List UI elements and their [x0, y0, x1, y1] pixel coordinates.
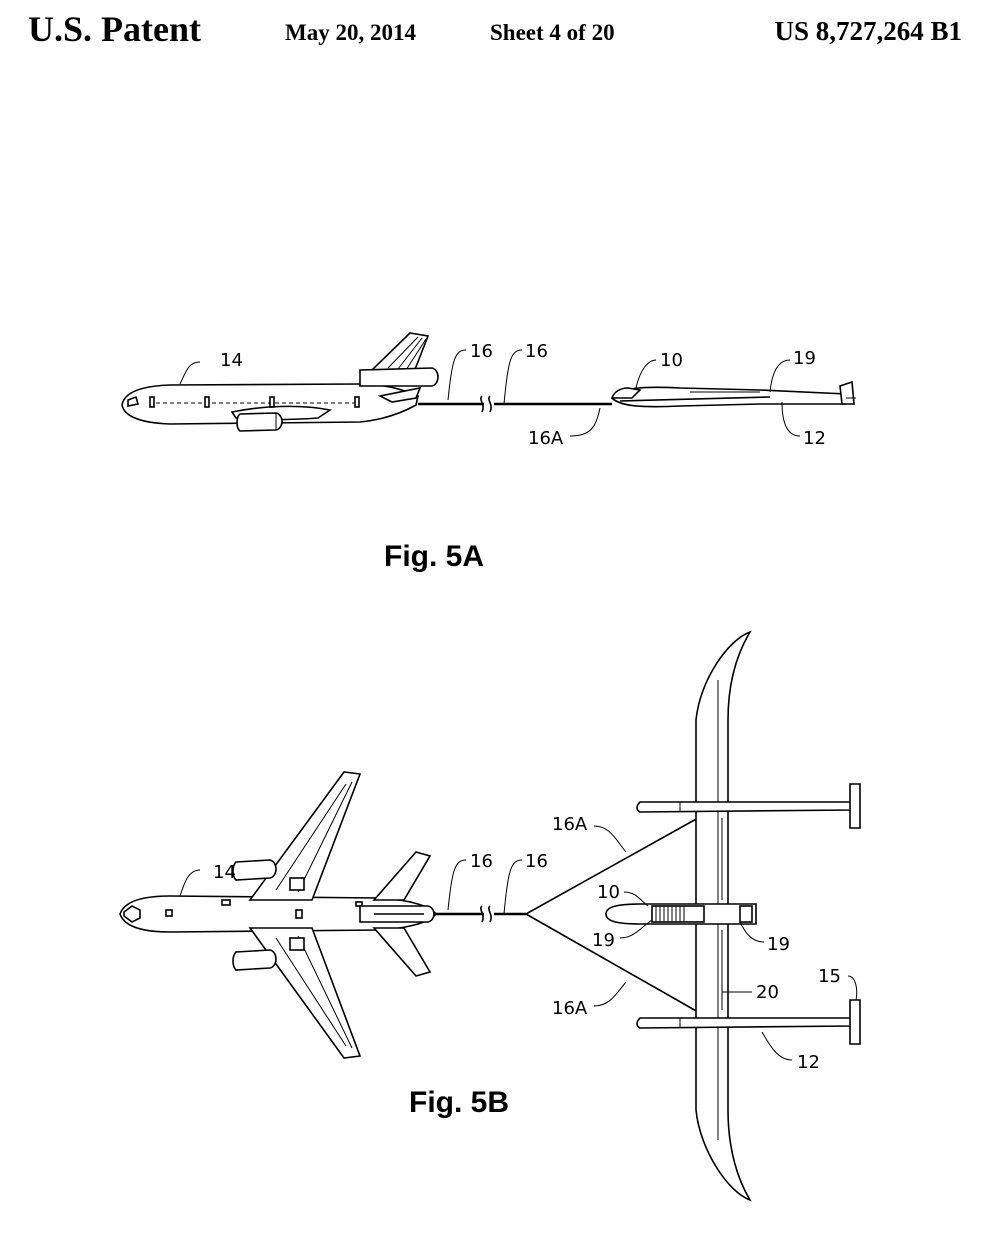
- bridle-line-lower: [525, 913, 699, 1013]
- ref-label: 12: [797, 1052, 820, 1073]
- tanker-aircraft-top: [119, 771, 438, 1059]
- bridle-line-upper: [525, 817, 699, 915]
- sheet-number: Sheet 4 of 20: [490, 20, 615, 45]
- ref-label: 10: [660, 350, 683, 371]
- ref-label: 16: [525, 851, 548, 872]
- figure-caption: Fig. 5A: [384, 540, 484, 573]
- ref-label: 10: [597, 882, 620, 903]
- patent-number: US 8,727,264 B1: [774, 16, 962, 46]
- patent-date: May 20, 2014: [285, 20, 416, 45]
- ref-label: 19: [767, 934, 790, 955]
- figure-caption: Fig. 5B: [409, 1086, 509, 1119]
- ref-label: 12: [803, 428, 826, 449]
- ref-label: 19: [793, 348, 816, 369]
- ref-label: 20: [756, 982, 779, 1003]
- cable-break-symbol: [480, 395, 492, 413]
- ref-label: 15: [818, 966, 841, 987]
- ref-label: 16: [470, 851, 493, 872]
- glider-top: [605, 630, 861, 1202]
- tanker-aircraft-side: [121, 332, 439, 432]
- fig-5a: 14 16 16 10 19 16A 12 Fig. 5A: [121, 332, 856, 573]
- ref-label: 16A: [552, 998, 588, 1019]
- ref-label: 19: [592, 930, 615, 951]
- ref-label: 16: [525, 341, 548, 362]
- ref-label: 14: [213, 862, 236, 883]
- ref-label: 16A: [528, 428, 564, 449]
- glider-side: [610, 380, 856, 408]
- cable-break-symbol: [480, 905, 492, 923]
- patent-title: U.S. Patent: [28, 9, 201, 49]
- ref-label: 16A: [552, 814, 588, 835]
- ref-label: 16: [470, 341, 493, 362]
- fig-5b: 14 16 16 16A 10 19 19 20 15 16A 12 Fig. …: [119, 630, 861, 1202]
- ref-label: 14: [220, 350, 243, 371]
